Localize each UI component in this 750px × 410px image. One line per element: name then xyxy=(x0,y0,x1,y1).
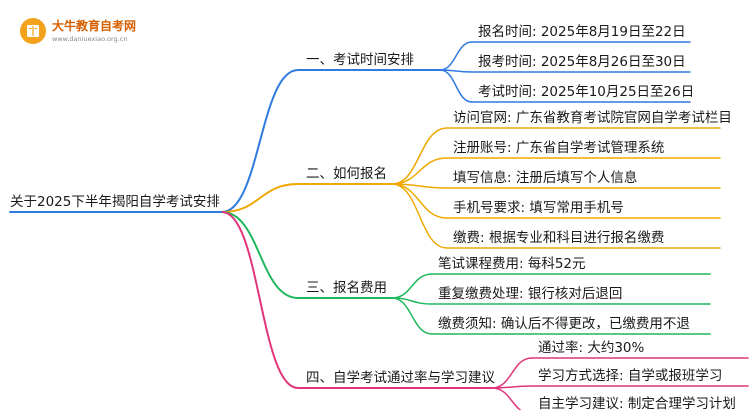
branch-node-1: 一、考试时间安排 xyxy=(306,52,414,68)
branch-connector-4 xyxy=(221,211,299,389)
leaf-node-1-3: 考试时间: 2025年10月25日至26日 xyxy=(478,84,694,100)
leaf-node-2-5: 缴费: 根据专业和科目进行报名缴费 xyxy=(453,230,664,246)
leaf-connector-3-1 xyxy=(391,273,433,299)
branch-connector-3 xyxy=(221,211,299,299)
site-logo[interactable]: 大牛教育自考网 www.daniuexiao.org.cn xyxy=(20,16,170,46)
leaf-connector-2-1 xyxy=(391,127,448,185)
leaf-connector-2-5 xyxy=(391,183,448,249)
branch-connector-2 xyxy=(221,183,299,213)
leaf-node-4-2: 学习方式选择: 自学或报班学习 xyxy=(538,368,722,384)
branch-node-3: 三、报名费用 xyxy=(306,280,387,296)
leaf-node-2-3: 填写信息: 注册后填写个人信息 xyxy=(453,169,637,186)
leaf-connector-4-3 xyxy=(491,387,522,410)
leaf-node-2-2: 注册账号: 广东省自学考试管理系统 xyxy=(453,140,664,156)
leaf-node-2-1: 访问官网: 广东省教育考试院官网自学考试栏目 xyxy=(453,110,732,126)
root-node: 关于2025下半年揭阳自学考试安排 xyxy=(10,194,220,210)
logo-title: 大牛教育自考网 xyxy=(52,19,137,33)
leaf-connector-2-2 xyxy=(391,157,448,185)
branch-node-2: 二、如何报名 xyxy=(306,166,387,182)
mindmap-edges xyxy=(9,41,749,410)
leaf-node-4-3: 自主学习建议: 制定合理学习计划 xyxy=(538,396,736,410)
book-icon xyxy=(20,18,46,44)
leaf-connector-2-4 xyxy=(391,183,448,219)
branch-connector-1 xyxy=(221,69,299,213)
leaf-connector-4-1 xyxy=(491,357,533,389)
mindmap-nodes: 关于2025下半年揭阳自学考试安排 一、考试时间安排 报名时间: 2025年8月19… xyxy=(10,24,736,410)
leaf-node-4-1: 通过率: 大约30% xyxy=(538,339,645,356)
leaf-node-3-1: 笔试课程费用: 每科52元 xyxy=(438,256,586,272)
leaf-node-3-2: 重复缴费处理: 银行核对后退回 xyxy=(438,285,622,302)
leaf-connector-1-3 xyxy=(439,69,473,103)
leaf-node-2-4: 手机号要求: 填写常用手机号 xyxy=(453,200,624,216)
logo-url: www.daniuexiao.org.cn xyxy=(52,35,128,43)
leaf-node-3-3: 缴费须知: 确认后不得更改，已缴费用不退 xyxy=(438,315,690,332)
leaf-node-1-2: 报考时间: 2025年8月26日至30日 xyxy=(478,54,686,70)
leaf-connector-3-3 xyxy=(391,297,433,335)
leaf-connector-1-1 xyxy=(439,41,473,71)
leaf-node-1-1: 报名时间: 2025年8月19日至22日 xyxy=(478,24,686,40)
branch-node-4: 四、自学考试通过率与学习建议 xyxy=(306,369,495,386)
